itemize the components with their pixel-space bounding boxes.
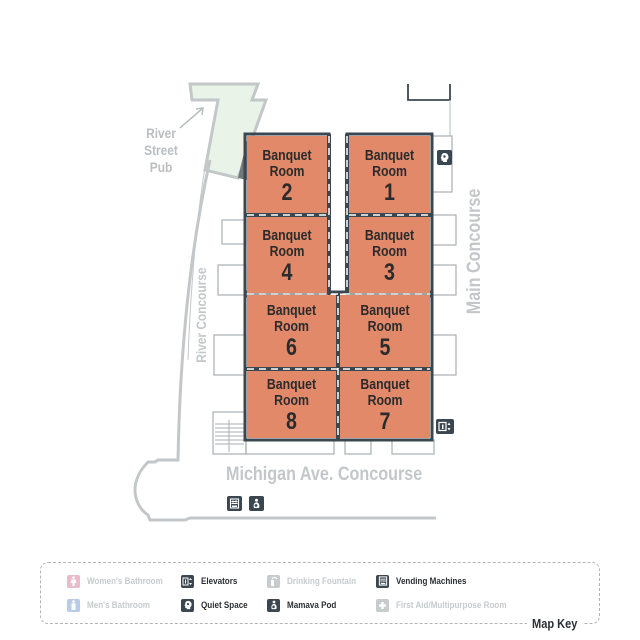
banquet-room-8[interactable]: Banquet Room 8 <box>247 371 336 438</box>
mens-bathroom-icon <box>67 598 80 612</box>
banquet-room-6[interactable]: Banquet Room 6 <box>247 295 336 367</box>
legend-label: Mamava Pod <box>287 599 337 611</box>
legend-item-mamava-pod: Mamava Pod <box>267 597 345 613</box>
legend-item-quiet-space: Quiet Space <box>181 597 256 613</box>
room-label: Room <box>274 318 309 335</box>
room-label: Banquet <box>360 376 410 393</box>
vending-machines-icon <box>376 574 389 588</box>
room-label: Banquet <box>266 302 317 319</box>
legend-label: Elevators <box>201 575 238 587</box>
room-label: Banquet <box>266 376 317 393</box>
room-label: Room <box>372 243 407 260</box>
pub-label-line: Pub <box>149 159 173 175</box>
legend-item-vending-machines: Vending Machines <box>376 573 479 589</box>
pub-label-line: River <box>146 125 176 141</box>
legend-item-drinking-fountain: Drinking Fountain <box>267 573 368 589</box>
room-label: Room <box>274 392 309 409</box>
room-label: Room <box>367 318 403 335</box>
room-label: Room <box>269 243 305 260</box>
room-label: Banquet <box>360 302 410 319</box>
main-concourse-label: Main Concourse <box>464 188 485 315</box>
room-number: 2 <box>281 179 293 206</box>
elevator-icon <box>181 574 194 588</box>
elevator-icon[interactable] <box>436 419 454 434</box>
legend-label: First Aid/Multipurpose Room <box>396 599 507 611</box>
drinking-fountain-icon <box>267 574 280 588</box>
legend-item-first-aid: First Aid/Multipurpose Room <box>376 597 526 613</box>
michigan-concourse-label: Michigan Ave. Concourse <box>226 464 423 485</box>
legend-item-womens-bathroom: Women's Bathroom <box>67 573 176 589</box>
legend-label: Drinking Fountain <box>287 575 357 587</box>
map-key-title: Map Key <box>526 616 583 631</box>
room-label: Banquet <box>262 147 312 164</box>
mamava-pod-icon[interactable] <box>249 496 264 511</box>
room-number: 5 <box>379 334 391 361</box>
room-number: 1 <box>384 179 395 206</box>
legend-label: Vending Machines <box>396 575 467 587</box>
first-aid-icon <box>376 598 389 612</box>
banquet-room-4[interactable]: Banquet Room 4 <box>247 217 327 293</box>
legend-label: Quiet Space <box>201 599 248 611</box>
quiet-space-icon <box>181 598 194 612</box>
womens-bathroom-icon <box>67 574 80 588</box>
pub-label-line: Street <box>144 142 178 158</box>
room-number: 7 <box>379 408 391 435</box>
legend-label: Men's Bathroom <box>87 599 150 611</box>
room-number: 6 <box>286 334 297 361</box>
room-number: 3 <box>384 259 395 286</box>
room-label: Banquet <box>262 227 312 244</box>
banquet-room-1[interactable]: Banquet Room 1 <box>349 136 430 213</box>
room-label: Room <box>367 392 403 409</box>
room-number: 4 <box>281 259 293 286</box>
banquet-room-7[interactable]: Banquet Room 7 <box>340 371 430 438</box>
river-concourse-label: River Concourse <box>193 267 209 363</box>
river-street-pub-label: River Street Pub <box>140 125 183 176</box>
banquet-room-5[interactable]: Banquet Room 5 <box>340 295 430 367</box>
legend-item-mens-bathroom: Men's Bathroom <box>67 597 161 613</box>
banquet-room-3[interactable]: Banquet Room 3 <box>349 217 430 293</box>
banquet-room-2[interactable]: Banquet Room 2 <box>247 136 327 213</box>
legend-item-elevators: Elevators <box>181 573 244 589</box>
room-label: Room <box>372 163 407 180</box>
room-label: Room <box>269 163 305 180</box>
room-label: Banquet <box>364 227 415 244</box>
map-key: Women's Bathroom Elevators Drinking Foun… <box>40 562 600 624</box>
quiet-space-icon[interactable] <box>437 150 452 165</box>
mamava-pod-icon <box>267 598 280 612</box>
room-number: 8 <box>286 408 297 435</box>
vending-machines-icon[interactable] <box>227 496 242 511</box>
legend-label: Women's Bathroom <box>87 575 163 587</box>
room-label: Banquet <box>364 147 415 164</box>
